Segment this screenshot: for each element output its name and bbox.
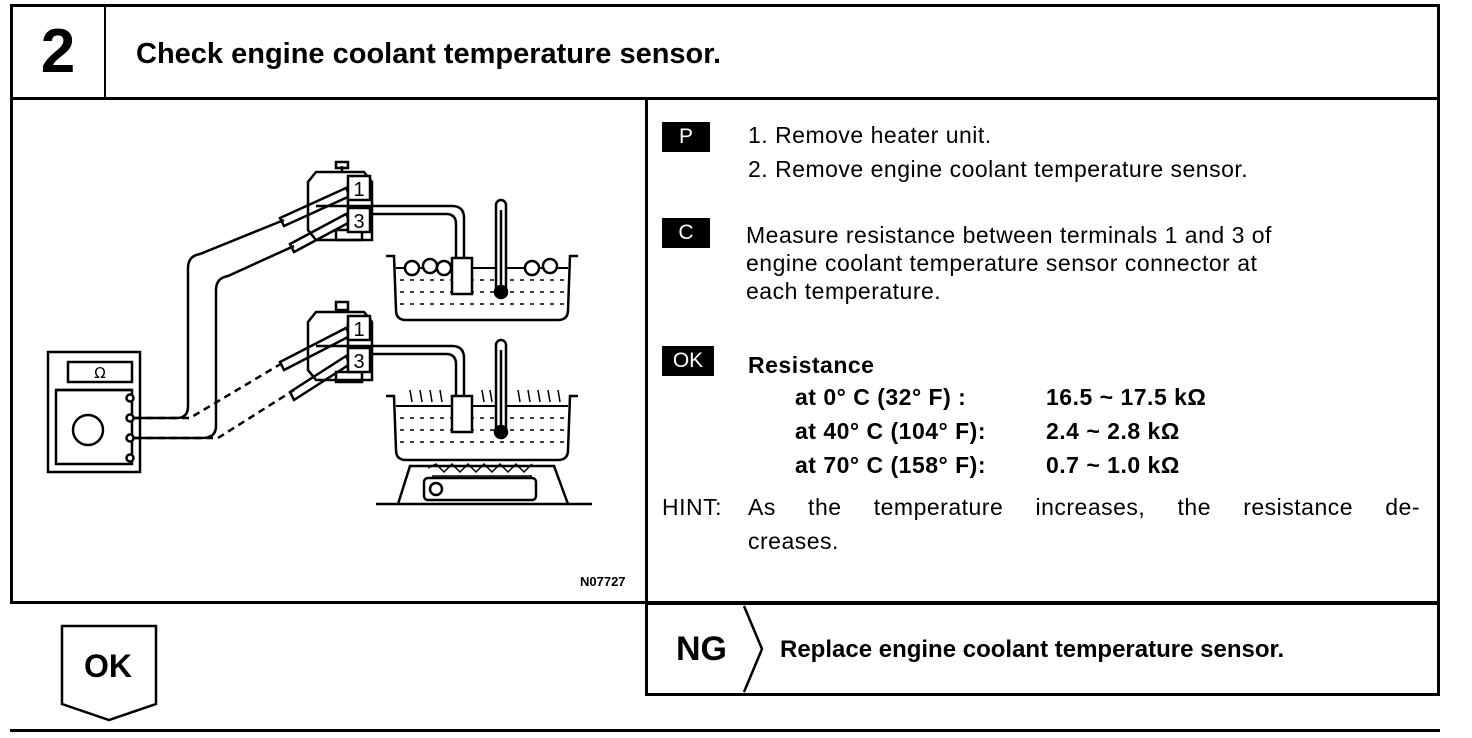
step-number-cell — [10, 4, 106, 100]
terminal-1-upper: 1 — [353, 179, 364, 201]
c-line-1: Measure resistance between terminals 1 a… — [746, 222, 1272, 248]
p-item-1: 1. Remove heater unit. — [748, 122, 992, 148]
diagram-code: N07727 — [580, 574, 626, 589]
terminal-3-upper: 3 — [353, 211, 364, 233]
terminal-label-boxes — [346, 174, 372, 374]
column-divider — [645, 98, 648, 696]
badge-p: P — [662, 122, 710, 152]
hint-line-1: As the temperature increases, the resist… — [748, 494, 1420, 520]
row-2-condition: at 70° C (158° F): — [795, 452, 987, 478]
hint-line-2: creases. — [748, 528, 839, 554]
terminal-3-lower: 3 — [353, 351, 364, 373]
sensor-test-diagram: Ω — [46, 160, 592, 506]
ng-arrow-icon — [742, 605, 764, 693]
c-line-2: engine coolant temperature sensor connec… — [746, 250, 1258, 276]
cold-water-beaker — [386, 198, 578, 322]
p-item-2: 2. Remove engine coolant temperature sen… — [748, 156, 1249, 182]
row-0-condition: at 0° C (32° F) : — [795, 384, 967, 410]
row-1-value: 2.4 ~ 2.8 kΩ — [1046, 418, 1180, 444]
step-title: Check engine coolant temperature sensor. — [136, 38, 722, 70]
hot-water-beaker — [386, 338, 578, 462]
ng-result-box — [645, 602, 1440, 696]
row-0-value: 16.5 ~ 17.5 kΩ — [1046, 384, 1207, 410]
ohmmeter-icon — [46, 350, 142, 474]
terminal-1-lower: 1 — [353, 319, 364, 341]
step-number: 2 — [40, 17, 76, 86]
resistance-label: Resistance — [748, 352, 875, 378]
c-line-3: each temperature. — [746, 278, 942, 304]
badge-c: C — [662, 218, 710, 248]
ng-action: Replace engine coolant temperature senso… — [780, 636, 1285, 663]
row-1-condition: at 40° C (104° F): — [795, 418, 987, 444]
ohmmeter-symbol: Ω — [94, 364, 105, 382]
row-2-value: 0.7 ~ 1.0 kΩ — [1046, 452, 1180, 478]
burner-stand-icon — [376, 462, 592, 506]
ok-tag-icon — [60, 624, 158, 722]
bottom-rule — [10, 729, 1440, 732]
ng-label: NG — [676, 630, 727, 668]
step-header — [10, 4, 1440, 100]
ok-label: OK — [84, 648, 132, 684]
hint-label: HINT: — [662, 494, 722, 520]
badge-ok: OK — [662, 346, 714, 376]
